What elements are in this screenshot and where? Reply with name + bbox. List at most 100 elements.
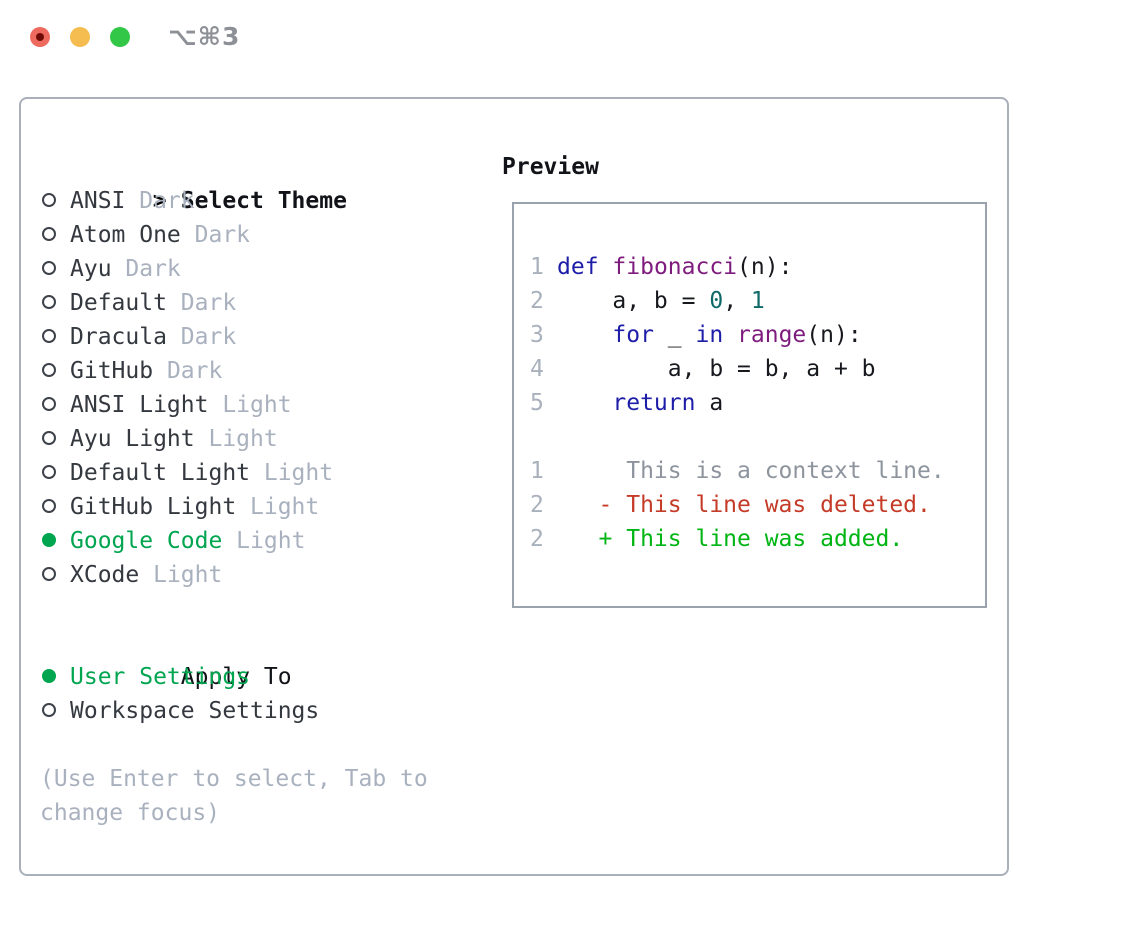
- code-token: def: [557, 254, 599, 280]
- apply-option[interactable]: User Settings: [40, 660, 428, 694]
- theme-option[interactable]: Default Light Light: [40, 456, 428, 490]
- theme-option[interactable]: Ayu Light Light: [40, 422, 428, 456]
- theme-name: GitHub: [70, 358, 154, 384]
- code-line: 4 a, b = b, a + b: [530, 352, 985, 386]
- theme-option[interactable]: Atom One Dark: [40, 218, 428, 252]
- radio-icon: [40, 320, 70, 354]
- theme-variant: Light: [250, 460, 334, 486]
- diff-line-add: 2 + This line was added.: [530, 522, 985, 556]
- spacer: [40, 728, 428, 762]
- theme-variant: Light: [208, 392, 292, 418]
- code-token: in: [695, 322, 724, 348]
- theme-name: ANSI Light: [70, 392, 209, 418]
- theme-variant: Light: [236, 494, 320, 520]
- theme-name: Default Light: [70, 460, 251, 486]
- theme-option[interactable]: Google Code Light: [40, 524, 428, 558]
- close-button[interactable]: [30, 27, 50, 47]
- radio-icon: [40, 490, 70, 524]
- diff-text: - This line was deleted.: [557, 492, 931, 518]
- radio-icon: [40, 252, 70, 286]
- code-token: 0: [709, 288, 724, 314]
- code-token: [723, 322, 737, 348]
- theme-option[interactable]: ANSI Dark: [40, 184, 428, 218]
- preview-title: Preview: [502, 154, 599, 180]
- code-token: a: [695, 390, 724, 416]
- radio-icon: [40, 218, 70, 252]
- code-token: range: [737, 322, 807, 348]
- radio-icon: [40, 558, 70, 592]
- code-token: a, b =: [557, 288, 710, 314]
- diff-line-del: 2 - This line was deleted.: [530, 488, 985, 522]
- apply-to-title: Apply To: [180, 664, 292, 690]
- theme-option[interactable]: XCode Light: [40, 558, 428, 592]
- diff-text: This is a context line.: [557, 458, 945, 484]
- theme-name: Dracula: [70, 324, 167, 350]
- theme-option[interactable]: GitHub Dark: [40, 354, 428, 388]
- line-number: 1: [530, 254, 544, 280]
- line-number: 2: [530, 526, 544, 552]
- theme-name: Default: [70, 290, 167, 316]
- diff-text: + This line was added.: [557, 526, 904, 552]
- theme-name: ANSI: [70, 188, 126, 214]
- help-text-line1: (Use Enter to select, Tab to: [40, 766, 428, 792]
- code-token: ,: [723, 288, 751, 314]
- line-number: 4: [530, 356, 544, 382]
- code-token: (n):: [806, 322, 862, 348]
- theme-variant: Light: [222, 528, 306, 554]
- select-theme-header: > Select Theme: [40, 150, 428, 214]
- theme-option[interactable]: Ayu Dark: [40, 252, 428, 286]
- maximize-button[interactable]: [110, 27, 130, 47]
- minimize-button[interactable]: [70, 27, 90, 47]
- theme-variant: Light: [194, 426, 278, 452]
- theme-variant: Light: [139, 562, 223, 588]
- radio-icon: [40, 354, 70, 388]
- radio-icon: [40, 422, 70, 456]
- code-token: return: [612, 390, 696, 416]
- selected-radio-icon: [40, 524, 70, 558]
- code-token: _: [653, 322, 696, 348]
- code-token: (n):: [737, 254, 793, 280]
- theme-name: Atom One: [70, 222, 181, 248]
- line-number: 5: [530, 390, 544, 416]
- theme-name: XCode: [70, 562, 140, 588]
- window-title-shortcut: ⌥⌘3: [168, 22, 241, 51]
- theme-name: Google Code: [70, 528, 223, 554]
- theme-name: Ayu Light: [70, 426, 195, 452]
- diff-line-context: 1 This is a context line.: [530, 454, 985, 488]
- line-number: 3: [530, 322, 544, 348]
- theme-option[interactable]: GitHub Light Light: [40, 490, 428, 524]
- apply-option-label: Workspace Settings: [70, 698, 320, 724]
- cursor-arrow-icon: >: [152, 188, 167, 214]
- theme-name: GitHub Light: [70, 494, 237, 520]
- close-dot-icon: [36, 33, 44, 41]
- theme-option[interactable]: Default Dark: [40, 286, 428, 320]
- theme-option[interactable]: Dracula Dark: [40, 320, 428, 354]
- apply-to-header: Apply To: [40, 626, 428, 690]
- theme-variant: Dark: [125, 188, 195, 214]
- titlebar: ⌥⌘3: [0, 0, 1140, 70]
- theme-variant: Dark: [180, 222, 251, 248]
- radio-icon: [40, 388, 70, 422]
- theme-variant: Dark: [153, 358, 223, 384]
- code-token: a, b = b, a + b: [557, 356, 876, 382]
- radio-icon: [40, 184, 70, 218]
- theme-variant: Dark: [166, 290, 237, 316]
- radio-icon: [40, 694, 70, 728]
- diff-sample: 1 This is a context line.2 - This line w…: [530, 454, 985, 556]
- select-theme-title: Select Theme: [180, 188, 347, 214]
- code-line: 5 return a: [530, 386, 985, 420]
- code-token: [599, 254, 613, 280]
- code-line: 3 for _ in range(n):: [530, 318, 985, 352]
- theme-variant: Dark: [111, 256, 181, 282]
- help-text-line2: change focus): [40, 800, 221, 826]
- theme-option[interactable]: ANSI Light Light: [40, 388, 428, 422]
- code-token: fibonacci: [612, 254, 738, 280]
- apply-option[interactable]: Workspace Settings: [40, 694, 428, 728]
- code-token: for: [612, 322, 654, 348]
- line-number: 1: [530, 458, 544, 484]
